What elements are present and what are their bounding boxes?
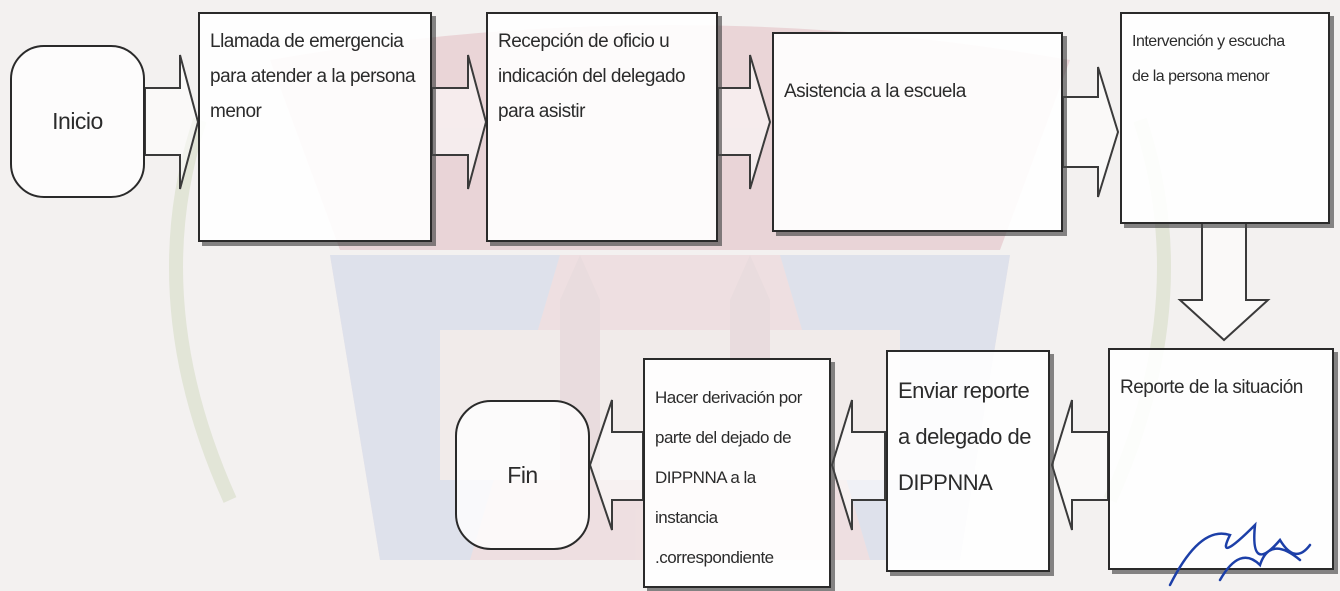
step-school-visit-label: Asistencia a la escuela <box>784 81 966 102</box>
step-receive-order-label: Recepción de oficio u indicación del del… <box>498 31 686 122</box>
step-send-report-label: Enviar reporte a delegado de DIPPNNA <box>898 378 1031 495</box>
end-node: Fin <box>455 400 590 550</box>
step-intervention: Intervención y escucha de la persona men… <box>1120 12 1330 224</box>
step-receive-order: Recepción de oficio u indicación del del… <box>486 12 718 242</box>
step-emergency-call: Llamada de emergencia para atender a la … <box>198 12 432 242</box>
start-node: Inicio <box>10 45 145 198</box>
start-node-label: Inicio <box>52 108 103 134</box>
arrow-inicio-to-llamada <box>144 54 200 190</box>
step-referral: Hacer derivación por parte del dejado de… <box>643 358 831 588</box>
signature-scribble <box>1168 521 1312 587</box>
end-node-label: Fin <box>507 461 538 488</box>
step-school-visit: Asistencia a la escuela <box>772 32 1063 232</box>
arrow-intervencion-to-reporte <box>1177 222 1271 342</box>
arrow-llamada-to-recepcion <box>431 54 488 190</box>
step-intervention-label: Intervención y escucha de la persona men… <box>1132 33 1285 85</box>
arrow-derivacion-to-fin <box>588 399 644 531</box>
step-send-report: Enviar reporte a delegado de DIPPNNA <box>886 350 1050 572</box>
step-referral-label: Hacer derivación por parte del dejado de… <box>655 388 802 567</box>
arrow-recepcion-to-asistencia <box>717 54 772 190</box>
step-emergency-call-label: Llamada de emergencia para atender a la … <box>210 31 416 122</box>
arrow-asistencia-to-intervencion <box>1062 66 1120 198</box>
step-situation-report-label: Reporte de la situación <box>1120 377 1303 398</box>
arrow-reporte-to-enviar <box>1050 399 1109 531</box>
arrow-enviar-to-derivacion <box>830 399 886 531</box>
